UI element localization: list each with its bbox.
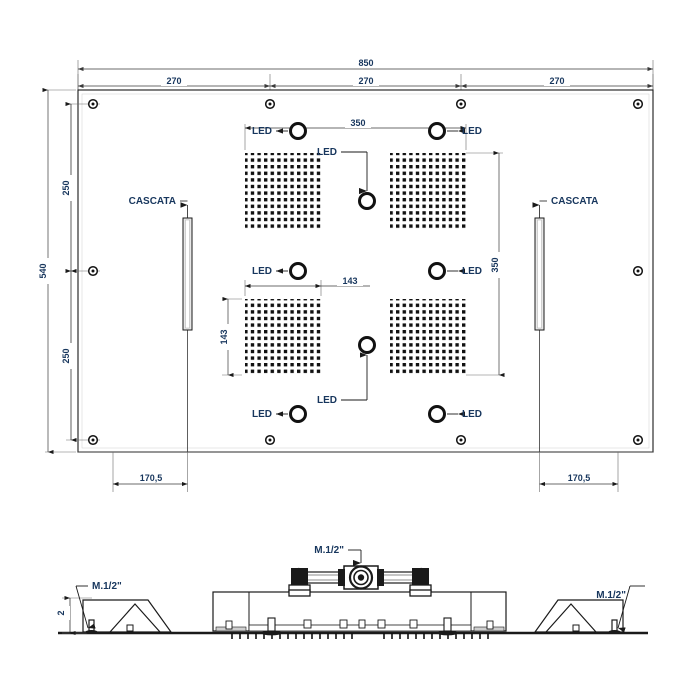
left-dimension-540: 540	[38, 87, 76, 455]
dim-top-3: 270	[549, 76, 564, 86]
dimension-143-horizontal: 143	[244, 275, 370, 296]
dim-nozzle-outer-height: 350	[490, 257, 500, 272]
led-marker-top-left: LED	[252, 122, 307, 140]
center-body	[212, 591, 507, 639]
thread-label-left: M.1/2"	[92, 581, 122, 592]
led-label: LED	[252, 409, 272, 420]
dimension-350-vertical: 350	[466, 150, 505, 378]
dim-top-2: 270	[358, 76, 373, 86]
screw-hole	[264, 434, 276, 446]
dim-thickness: 2	[56, 610, 66, 615]
dim-overall-height: 540	[38, 263, 48, 278]
top-dimension-chain-270: 270 270 270	[77, 74, 654, 100]
top-view-group: 850 270 270 270 540	[38, 57, 654, 492]
nozzle-block-top-right	[390, 153, 466, 229]
left-dimension-chain-250: 250 250	[61, 101, 100, 443]
cascata-label-left: CASCATA	[129, 196, 176, 207]
nozzle-block-bottom-left	[245, 299, 321, 375]
cascata-left: CASCATA	[129, 196, 193, 452]
screw-hole	[455, 434, 467, 446]
dimension-170-right: 170,5	[539, 452, 619, 492]
thread-label-right: M.1/2"	[596, 590, 626, 601]
dim-nozzle-outer-width: 350	[350, 118, 365, 128]
led-marker-bottom-left: LED	[252, 405, 307, 423]
screw-hole	[264, 98, 276, 110]
dim-left-2: 250	[61, 348, 71, 363]
led-marker-center-bottom: LED	[317, 336, 376, 406]
dim-left-1: 250	[61, 180, 71, 195]
dim-overall-width: 850	[358, 58, 373, 68]
dim-bottom-left: 170,5	[140, 473, 163, 483]
right-bracket: M.1/2"	[533, 585, 645, 634]
screw-hole	[632, 265, 644, 277]
screw-hole	[87, 265, 99, 277]
mounting-holes	[87, 98, 644, 446]
nozzle-block-bottom-right	[390, 299, 466, 375]
led-label: LED	[462, 409, 482, 420]
dimension-170-left: 170,5	[112, 452, 188, 492]
dimension-143-vertical: 143	[219, 296, 242, 378]
nozzle-grid-blocks	[245, 153, 466, 375]
led-marker-center-top: LED	[317, 147, 376, 210]
cascata-right: CASCATA	[532, 196, 598, 452]
screw-hole	[455, 98, 467, 110]
led-label: LED	[462, 126, 482, 137]
led-marker-top-right: LED	[428, 122, 482, 140]
nozzle-block-top-left	[245, 153, 321, 229]
led-marker-mid-left: LED	[252, 262, 307, 280]
led-label: LED	[317, 147, 337, 158]
dim-nozzle-inner-height: 143	[219, 329, 229, 344]
dim-top-1: 270	[166, 76, 181, 86]
screw-hole	[87, 98, 99, 110]
plumbing-manifold: M.1/2"	[288, 545, 432, 597]
screw-hole	[632, 98, 644, 110]
screw-hole	[632, 434, 644, 446]
section-view-group: 2 M.1/2" M.1/2"	[56, 545, 648, 639]
led-marker-bottom-right: LED	[428, 405, 482, 423]
left-bracket: M.1/2"	[75, 581, 173, 634]
screw-hole	[87, 434, 99, 446]
dim-nozzle-inner-width: 143	[342, 276, 357, 286]
plate-outline	[77, 89, 654, 453]
dim-bottom-right: 170,5	[568, 473, 591, 483]
thread-label-center: M.1/2"	[314, 545, 344, 556]
cascata-label-right: CASCATA	[551, 196, 598, 207]
led-marker-mid-right: LED	[428, 262, 482, 280]
led-label: LED	[252, 126, 272, 137]
led-label: LED	[252, 266, 272, 277]
led-label: LED	[317, 395, 337, 406]
led-label: LED	[462, 266, 482, 277]
